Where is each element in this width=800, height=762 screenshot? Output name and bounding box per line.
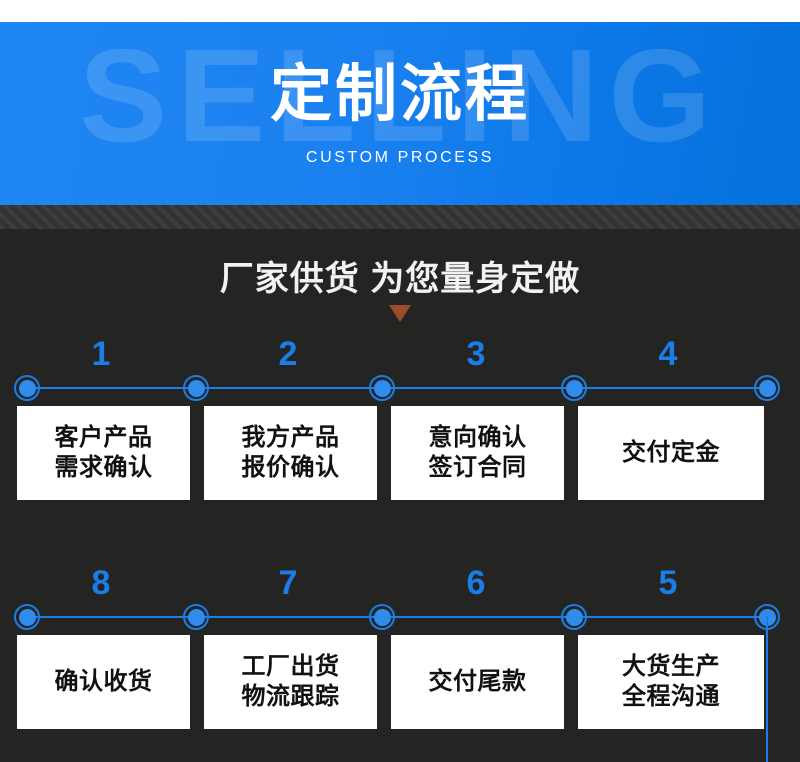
step-box-1[interactable]: 客户产品 需求确认 bbox=[17, 406, 190, 500]
step-number-7: 7 bbox=[278, 564, 298, 602]
step-box-7[interactable]: 工厂出货 物流跟踪 bbox=[204, 635, 377, 729]
step-number-4: 4 bbox=[658, 335, 678, 373]
step-number-6: 6 bbox=[466, 564, 486, 602]
step-box-4-label: 交付定金 bbox=[622, 439, 720, 466]
step-number-2: 2 bbox=[278, 335, 298, 373]
flow-node-2[interactable] bbox=[183, 375, 209, 401]
step-box-2-label: 我方产品 报价确认 bbox=[241, 424, 340, 481]
step-box-5[interactable]: 大货生产 全程沟通 bbox=[578, 635, 764, 729]
banner-watermark-text: SELLING bbox=[78, 22, 722, 169]
step-box-8[interactable]: 确认收货 bbox=[17, 635, 190, 729]
process-section: 厂家供货 为您量身定做 1 2 3 4 客户产品 需求确认 我方产品 报价确认 … bbox=[0, 229, 800, 762]
step-box-4[interactable]: 交付定金 bbox=[578, 406, 764, 500]
page-banner: SELLING 定制流程 CUSTOM PROCESS bbox=[0, 22, 800, 205]
page-title: 定制流程 bbox=[269, 60, 530, 129]
step-box-7-label: 工厂出货 物流跟踪 bbox=[241, 653, 340, 710]
section-heading: 厂家供货 为您量身定做 bbox=[219, 260, 581, 298]
caret-down-icon bbox=[389, 305, 411, 322]
flow-row-top: 1 2 3 4 客户产品 需求确认 我方产品 报价确认 意向确认 签订合同 交付… bbox=[0, 334, 800, 529]
step-box-5-label: 大货生产 全程沟通 bbox=[622, 653, 720, 710]
step-box-2[interactable]: 我方产品 报价确认 bbox=[204, 406, 377, 500]
step-box-6[interactable]: 交付尾款 bbox=[391, 635, 564, 729]
step-number-1: 1 bbox=[91, 335, 111, 373]
flow-node-4[interactable] bbox=[561, 375, 587, 401]
step-box-8-label: 确认收货 bbox=[54, 668, 153, 695]
flow-connector-vertical-right bbox=[766, 616, 768, 762]
diagonal-stripe-divider bbox=[0, 205, 800, 229]
step-number-3: 3 bbox=[466, 335, 486, 373]
step-box-6-label: 交付尾款 bbox=[428, 668, 527, 695]
step-box-3[interactable]: 意向确认 签订合同 bbox=[391, 406, 564, 500]
step-box-1-label: 客户产品 需求确认 bbox=[54, 424, 153, 481]
step-box-3-label: 意向确认 签订合同 bbox=[428, 424, 527, 481]
flow-node-8[interactable] bbox=[14, 604, 40, 630]
flow-rail-bottom bbox=[27, 616, 773, 618]
flow-node-1[interactable] bbox=[14, 375, 40, 401]
flow-node-7[interactable] bbox=[183, 604, 209, 630]
flow-node-5[interactable] bbox=[561, 604, 587, 630]
flow-node-6[interactable] bbox=[369, 604, 395, 630]
flow-node-4-end[interactable] bbox=[754, 375, 780, 401]
flow-rail-top bbox=[27, 387, 773, 389]
top-white-strip bbox=[0, 0, 800, 22]
flow-node-3[interactable] bbox=[369, 375, 395, 401]
flow-row-bottom: 8 7 6 5 确认收货 工厂出货 物流跟踪 交付尾款 大货生产 全程沟通 bbox=[0, 563, 800, 758]
step-number-8: 8 bbox=[91, 564, 111, 602]
page-subtitle: CUSTOM PROCESS bbox=[305, 149, 495, 166]
step-number-5: 5 bbox=[658, 564, 678, 602]
